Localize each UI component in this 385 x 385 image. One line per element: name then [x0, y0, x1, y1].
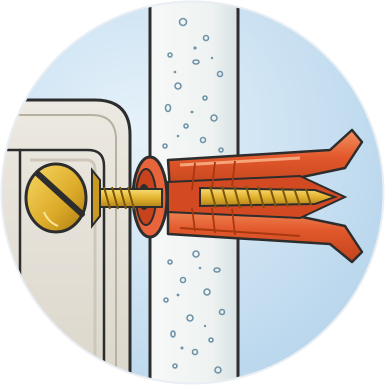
panel-icon	[0, 100, 130, 385]
screw-icon	[100, 186, 335, 209]
